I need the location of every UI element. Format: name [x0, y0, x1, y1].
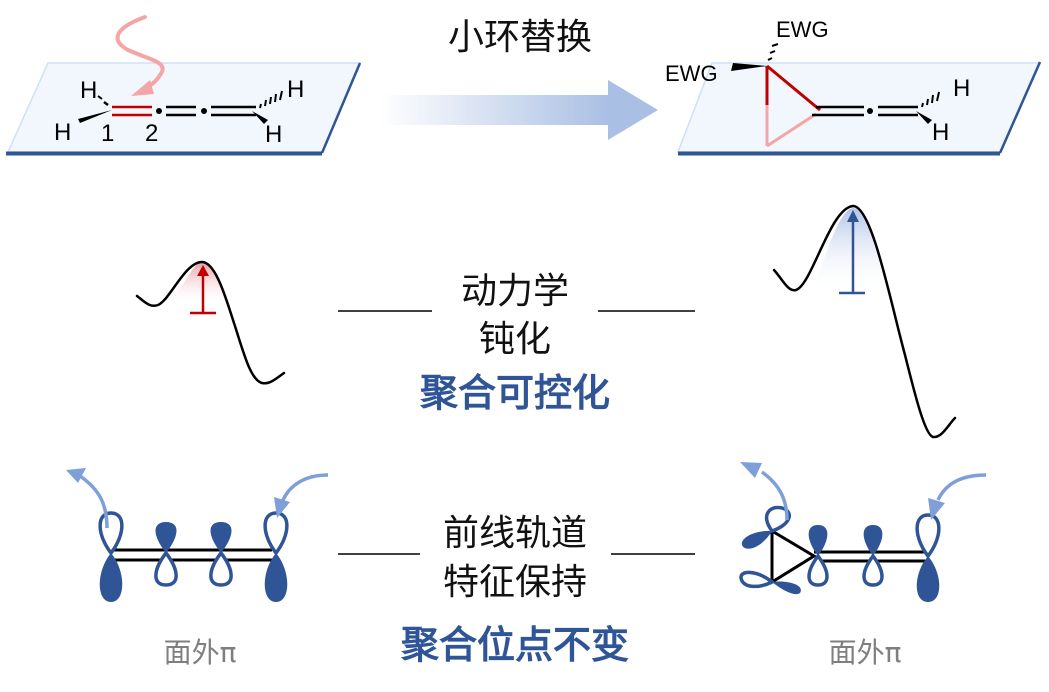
frontier-highlight: 聚合位点不变 — [400, 623, 629, 667]
atom-h: H — [80, 77, 97, 104]
frontier-line-1: 前线轨道 — [442, 513, 587, 554]
right-orbital-caption: 面外π — [828, 636, 902, 669]
kinetic-line-2: 钝化 — [478, 319, 551, 360]
transform-label: 小环替换 — [447, 17, 592, 58]
ewg-label: EWG — [776, 17, 829, 42]
reaction-curve — [772, 204, 957, 439]
left-orbital-caption: 面外π — [163, 636, 237, 669]
atom-h: H — [932, 119, 949, 146]
energy-profile-left — [135, 260, 286, 385]
cyclopropylidene-structure — [731, 43, 940, 148]
allene-structure — [78, 90, 283, 124]
reaction-curve — [135, 260, 286, 385]
transform-arrow-icon — [380, 80, 658, 140]
kinetic-highlight: 聚合可控化 — [419, 371, 610, 415]
atom-h: H — [287, 76, 304, 103]
kinetic-line-1: 动力学 — [460, 271, 569, 312]
orbital-diagram-left — [66, 468, 329, 602]
orbital-diagram-right — [739, 462, 987, 602]
frontier-line-2: 特征保持 — [442, 562, 587, 603]
locant-2: 2 — [145, 120, 158, 147]
atom-h: H — [953, 75, 970, 102]
attack-arrow-icon — [115, 15, 165, 96]
atom-h: H — [265, 121, 282, 148]
atom-h: H — [54, 119, 71, 146]
energy-profile-right — [772, 204, 957, 439]
locant-1: 1 — [101, 120, 114, 147]
ewg-label: EWG — [665, 61, 718, 86]
plane-right-edge — [998, 61, 1042, 154]
plane-right-edge — [320, 62, 362, 154]
